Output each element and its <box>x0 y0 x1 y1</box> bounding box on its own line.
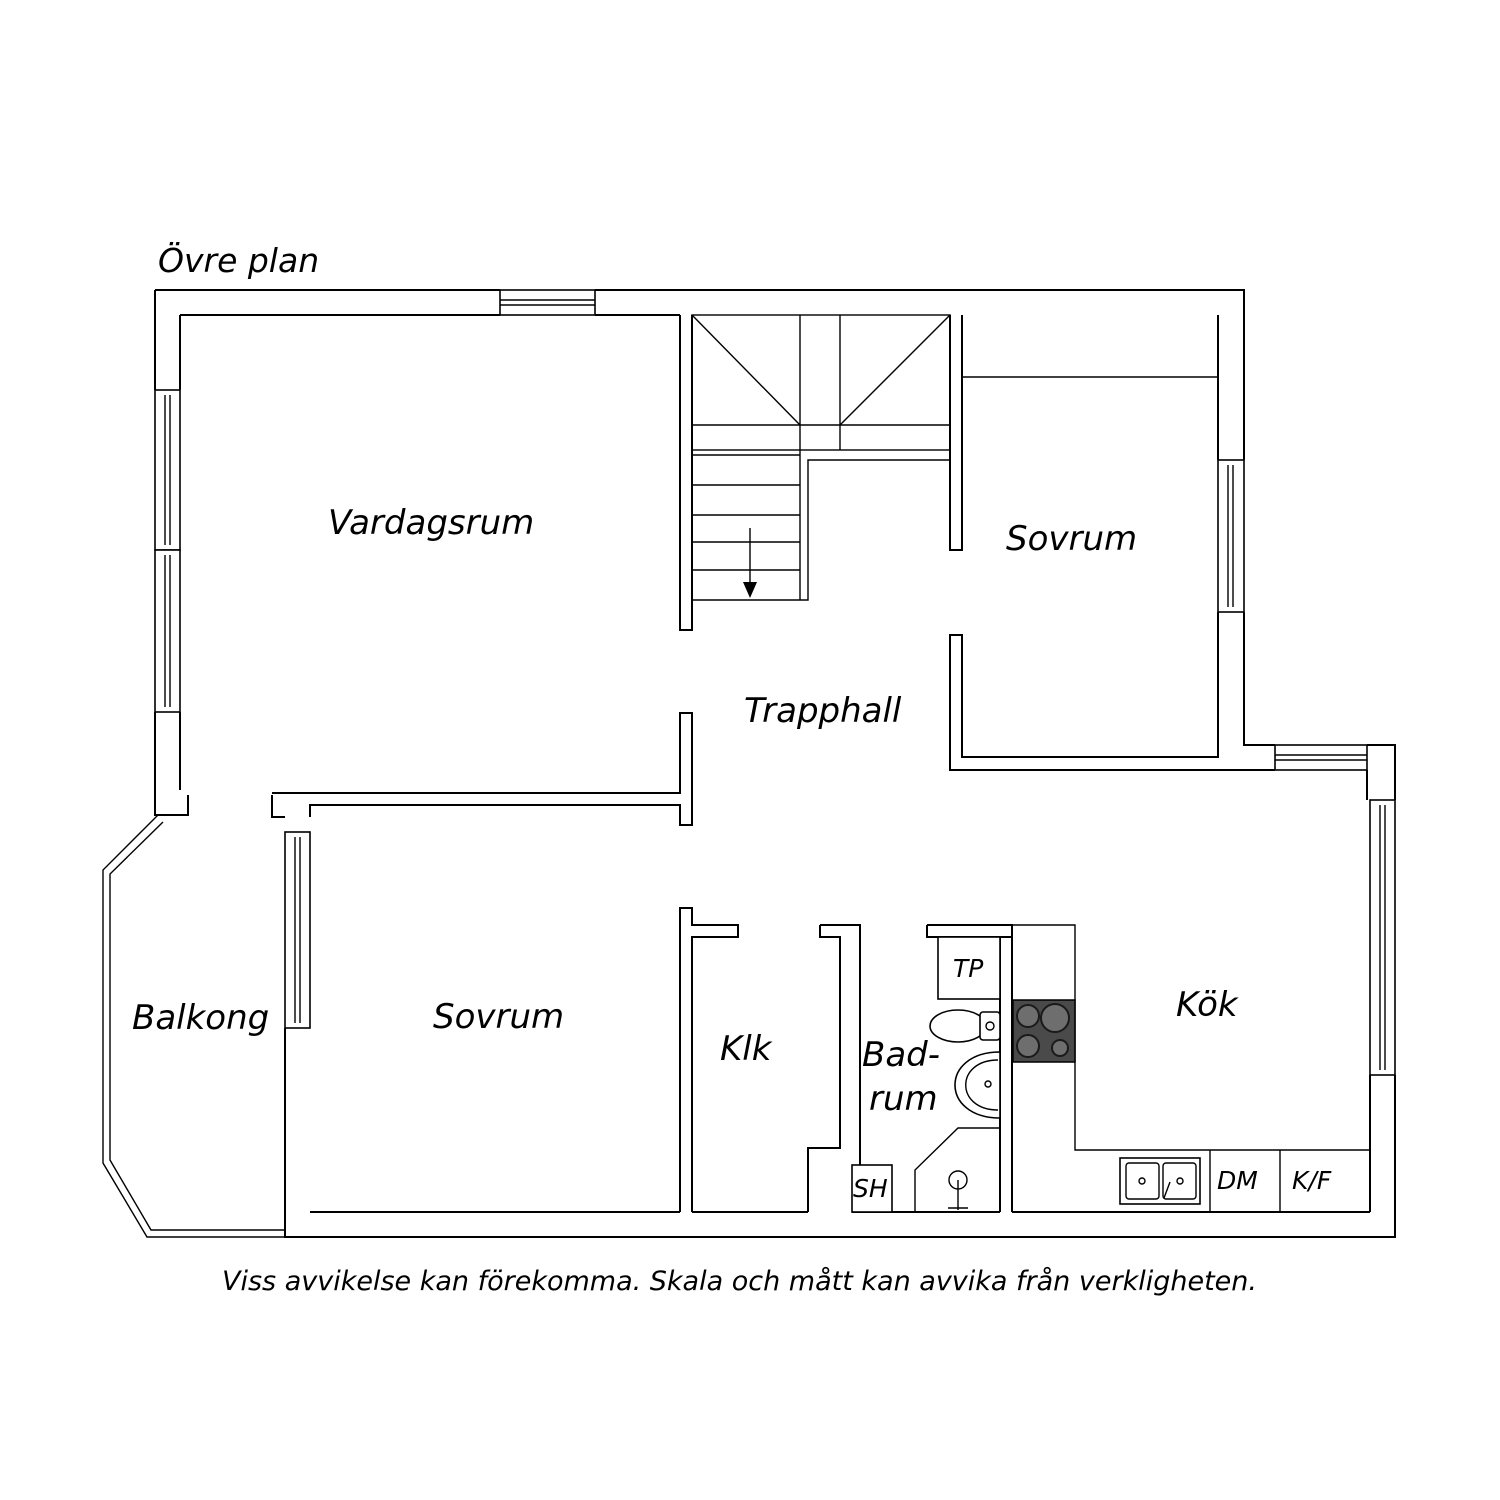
sink-icon <box>954 1051 1001 1119</box>
outer-walls <box>154 289 1396 1238</box>
tp-cabinet <box>937 936 1001 1000</box>
plan-title: Övre plan <box>158 240 319 280</box>
room-label-badrum-line2: rum <box>869 1079 938 1119</box>
tp-label: TP <box>953 954 984 983</box>
room-labels: Vardagsrum Sovrum Trapphall Sovrum Balko… <box>132 503 1239 1119</box>
stair-direction-arrow-icon <box>743 582 757 598</box>
balcony-railing <box>102 814 285 1238</box>
staircase <box>691 314 951 601</box>
room-label-badrum-line1: Bad- <box>862 1035 940 1075</box>
kitchen-fixtures: DM K/F <box>1012 999 1332 1212</box>
room-label-vardagsrum: Vardagsrum <box>328 503 534 543</box>
sh-label: SH <box>853 1174 888 1203</box>
kitchen-sink-icon <box>1119 1157 1201 1205</box>
room-label-sovrum-bottom: Sovrum <box>433 997 564 1037</box>
kf-label: K/F <box>1292 1166 1332 1195</box>
dm-label: DM <box>1217 1166 1258 1195</box>
disclaimer: Viss avvikelse kan förekomma. Skala och … <box>222 1266 1257 1297</box>
room-label-klk: Klk <box>720 1029 773 1069</box>
toilet-icon <box>929 1009 1001 1043</box>
room-label-sovrum-top: Sovrum <box>1006 519 1137 559</box>
shower-icon <box>914 1127 1000 1212</box>
hob-icon <box>1012 999 1076 1063</box>
room-label-balkong: Balkong <box>132 998 269 1038</box>
room-label-trapphall: Trapphall <box>744 691 902 731</box>
windows <box>154 289 1396 1076</box>
sh-cabinet <box>851 1164 893 1213</box>
room-label-kok: Kök <box>1176 985 1239 1025</box>
bathroom-fixtures: TP SH <box>851 936 1001 1213</box>
